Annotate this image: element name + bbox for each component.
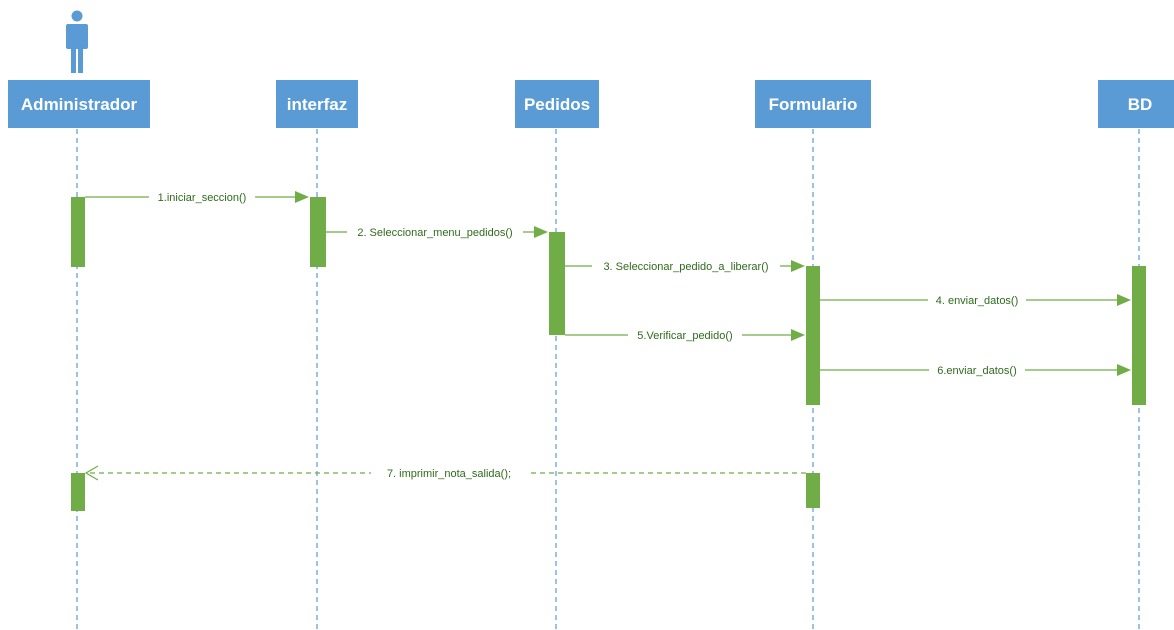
participant-label: Pedidos — [524, 95, 590, 114]
message-4[interactable]: 4. enviar_datos() — [820, 293, 1131, 307]
person-icon — [66, 10, 88, 73]
arrowhead — [84, 465, 99, 481]
activation-formulario-1 — [806, 266, 820, 405]
arrowhead — [1117, 294, 1131, 306]
participant-formulario[interactable]: Formulario — [755, 80, 871, 128]
activation-formulario-2 — [806, 473, 820, 508]
activation-interfaz — [310, 197, 326, 267]
participant-label: BD — [1128, 95, 1153, 114]
messages: 1.iniciar_seccion() 2. Seleccionar_menu_… — [84, 190, 1131, 481]
participant-box — [1098, 80, 1174, 128]
message-label: 7. imprimir_nota_salida(); — [387, 468, 511, 480]
message-label: 1.iniciar_seccion() — [158, 192, 247, 204]
message-label: 2. Seleccionar_menu_pedidos() — [357, 227, 512, 239]
participant-label: Administrador — [21, 95, 138, 114]
message-label: 3. Seleccionar_pedido_a_liberar() — [603, 261, 768, 273]
arrowhead — [791, 329, 805, 341]
activations — [71, 197, 1146, 511]
message-3[interactable]: 3. Seleccionar_pedido_a_liberar() — [565, 259, 805, 273]
participant-box — [8, 80, 150, 128]
participant-bd[interactable]: BD — [1098, 80, 1174, 128]
participant-label: Formulario — [769, 95, 858, 114]
message-1[interactable]: 1.iniciar_seccion() — [85, 190, 309, 204]
activation-pedidos — [549, 232, 565, 335]
message-7[interactable]: 7. imprimir_nota_salida(); — [84, 465, 806, 481]
participant-administrador[interactable]: Administrador — [8, 80, 150, 128]
participant-interfaz[interactable]: interfaz — [276, 80, 358, 128]
activation-bd — [1132, 266, 1146, 405]
arrowhead — [295, 191, 309, 203]
message-5[interactable]: 5.Verificar_pedido() — [565, 328, 805, 342]
participant-box — [515, 80, 599, 128]
arrowhead — [1117, 364, 1131, 376]
arrowhead — [534, 226, 548, 238]
participant-pedidos[interactable]: Pedidos — [515, 80, 599, 128]
message-6[interactable]: 6.enviar_datos() — [820, 363, 1131, 377]
participant-box — [276, 80, 358, 128]
activation-administrador-1 — [71, 197, 85, 267]
activation-administrador-2 — [71, 473, 85, 511]
participant-box — [755, 80, 871, 128]
participant-label: interfaz — [287, 95, 347, 114]
message-label: 6.enviar_datos() — [937, 365, 1017, 377]
message-2[interactable]: 2. Seleccionar_menu_pedidos() — [326, 225, 548, 239]
arrowhead — [791, 260, 805, 272]
lifelines — [76, 129, 1140, 630]
message-label: 5.Verificar_pedido() — [637, 330, 732, 342]
message-label: 4. enviar_datos() — [936, 295, 1019, 307]
